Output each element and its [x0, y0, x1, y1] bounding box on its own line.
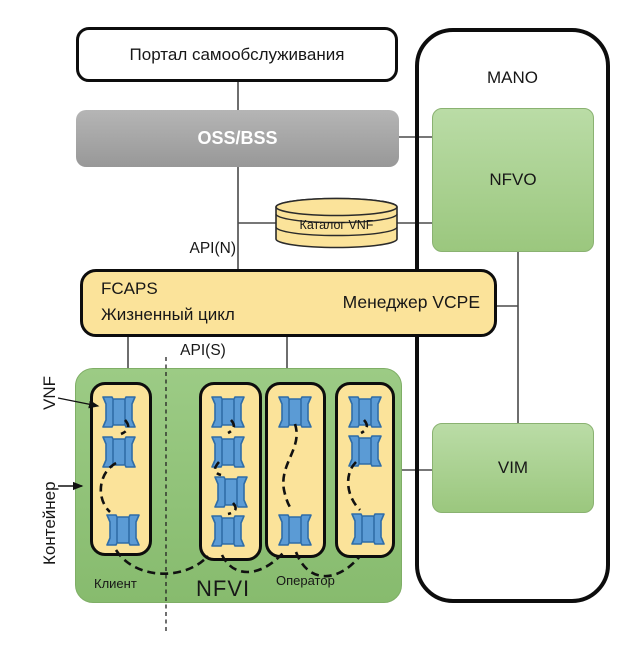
vnf-icon — [351, 513, 385, 545]
vnf-icon — [102, 436, 136, 468]
nfvo-node: NFVO — [432, 108, 594, 252]
vnf-catalog-label: Каталог VNF — [299, 218, 374, 232]
fcaps-label: FCAPS — [101, 279, 158, 298]
vnf-icon — [348, 435, 382, 467]
nfvi-label: NFVI — [196, 576, 251, 601]
oss-bss-node: OSS/BSS — [76, 110, 399, 167]
api-north-label: API(N) — [189, 240, 237, 257]
vim-node: VIM — [432, 423, 594, 513]
container-pod — [335, 382, 395, 558]
container-pod — [199, 382, 262, 561]
vnf-callout-label: VNF — [40, 376, 59, 410]
container-pod — [90, 382, 152, 556]
client-zone-label: Клиент — [94, 576, 137, 591]
vim-label: VIM — [497, 458, 529, 477]
nfvo-label: NFVO — [489, 170, 537, 189]
container-callout-label: Контейнер — [40, 481, 59, 565]
portal-label: Портал самообслуживания — [129, 44, 345, 64]
vcpe-manager-node: FCAPS Жизненный цикл Менеджер VCPE — [80, 269, 497, 337]
mano-label: MANO — [487, 68, 538, 87]
vnf-icon — [214, 476, 248, 508]
operator-zone-label: Оператор — [276, 573, 335, 588]
vnf-icon — [106, 514, 140, 546]
vnf-icon — [102, 396, 136, 428]
vnf-icon — [211, 436, 245, 468]
database-cylinder-icon — [275, 197, 398, 249]
vnf-icon — [278, 396, 312, 428]
vnf-catalog-node: Каталог VNF — [275, 197, 398, 251]
vnf-icon — [211, 396, 245, 428]
api-south-label: API(S) — [180, 342, 226, 359]
self-service-portal-node: Портал самообслуживания — [76, 27, 398, 82]
lifecycle-label: Жизненный цикл — [101, 305, 235, 324]
oss-bss-label: OSS/BSS — [197, 128, 278, 148]
vnf-icon — [278, 514, 312, 546]
container-pod — [265, 382, 326, 558]
vcpe-manager-label: Менеджер VCPE — [342, 292, 480, 312]
nfvi-container: Клиент NFVI Оператор — [75, 368, 402, 603]
vnf-icon — [211, 515, 245, 547]
vnf-icon — [348, 396, 382, 428]
